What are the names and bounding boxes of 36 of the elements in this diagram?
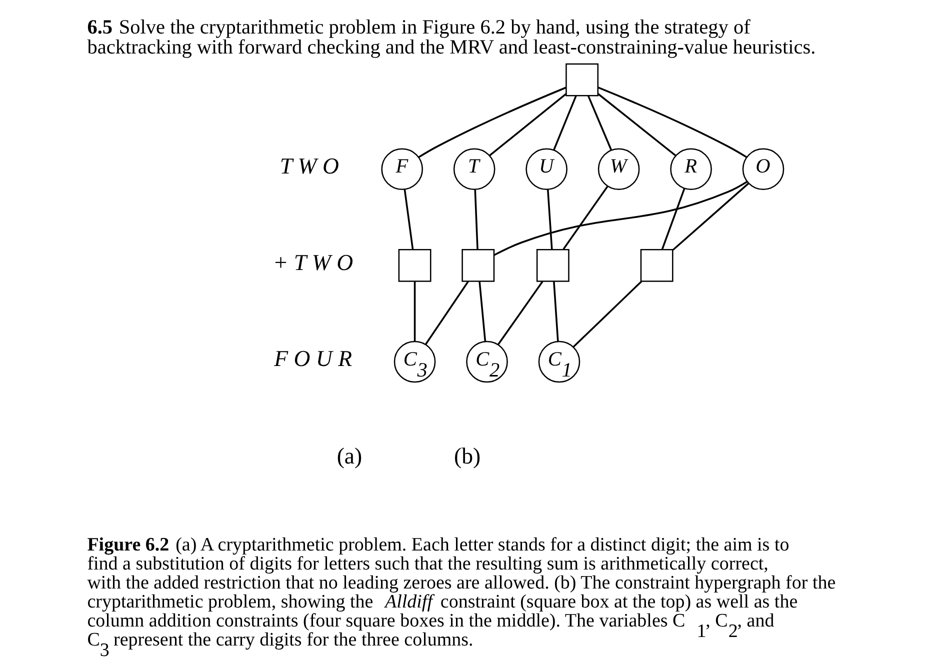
- connector: [597, 93, 676, 156]
- connector: [496, 280, 543, 346]
- connector: [493, 180, 748, 256]
- node-circle: T: [452, 148, 495, 190]
- connector: [552, 281, 558, 342]
- connector: [413, 281, 416, 342]
- connector: [424, 280, 468, 345]
- node-circle: W: [597, 148, 640, 190]
- connector: [418, 86, 566, 158]
- node-circle: U: [525, 148, 567, 190]
- diagram-title: 6.5 Solve the cryptarithmetic problem in Figure 6.2 by hand, using the strategy of backtracking with forward checking and the MRV and least-constraining-value heuristics.: [86, 16, 816, 59]
- label: (a): [336, 444, 362, 469]
- connector: [488, 93, 566, 156]
- node-circle: F: [380, 148, 423, 190]
- node-box: [640, 248, 673, 282]
- connector: [562, 186, 608, 250]
- connector: [586, 95, 612, 150]
- node-box: [536, 248, 569, 282]
- node-circle: R: [670, 148, 712, 190]
- connector: [546, 189, 552, 250]
- label: F O U R: [274, 346, 352, 372]
- connector: [572, 280, 642, 348]
- label: (b): [454, 444, 480, 469]
- connector: [474, 190, 478, 250]
- connector: [552, 95, 576, 150]
- connector: [478, 281, 486, 342]
- node-circle: O: [742, 148, 784, 190]
- label: + T W O: [272, 250, 353, 275]
- connector: [403, 189, 414, 250]
- connector: [672, 182, 749, 251]
- connector: [660, 188, 685, 250]
- node-box: [461, 248, 494, 282]
- label: T W O: [279, 153, 338, 178]
- node-box: [565, 63, 598, 96]
- connector: [597, 86, 746, 158]
- node-box: [398, 248, 431, 282]
